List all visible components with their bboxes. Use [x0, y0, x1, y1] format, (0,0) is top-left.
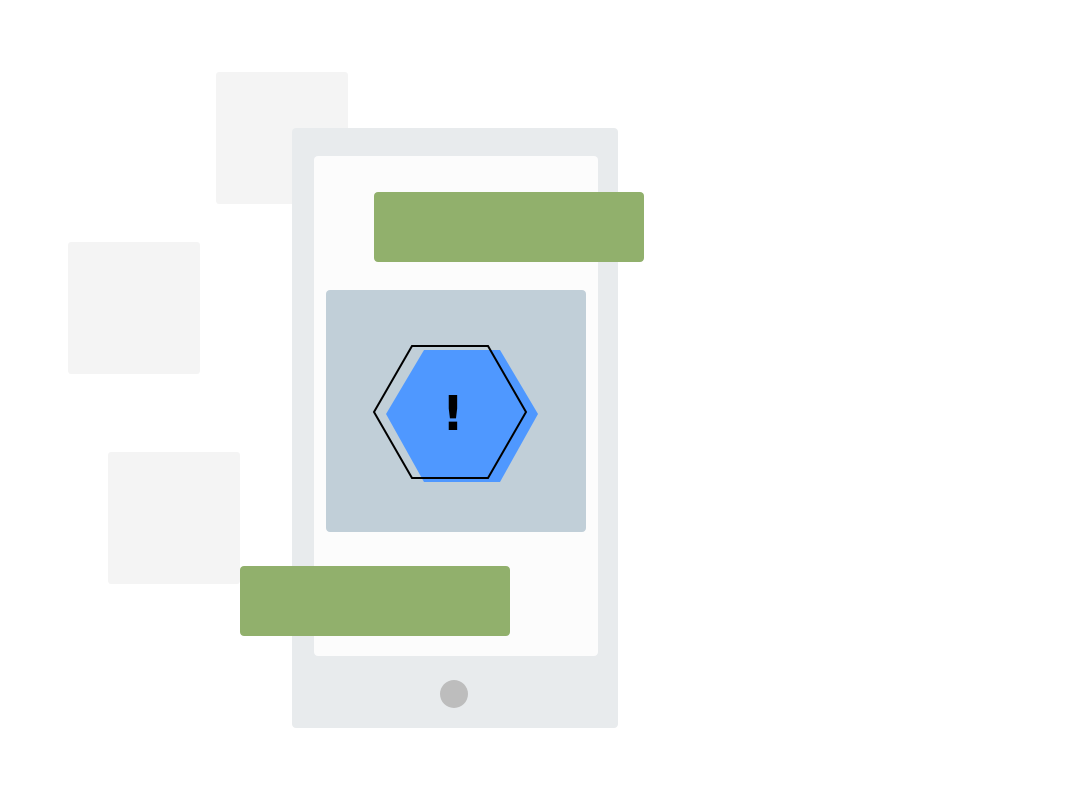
background-card	[68, 242, 200, 374]
hexagon-outline	[372, 345, 528, 479]
green-bar-top	[374, 192, 644, 262]
green-bar-bottom	[240, 566, 510, 636]
background-card	[108, 452, 240, 584]
alert-hexagon-icon: !	[372, 345, 538, 482]
alert-exclamation: !	[442, 386, 464, 442]
hexagon-fill	[386, 350, 538, 482]
home-button	[440, 680, 468, 708]
